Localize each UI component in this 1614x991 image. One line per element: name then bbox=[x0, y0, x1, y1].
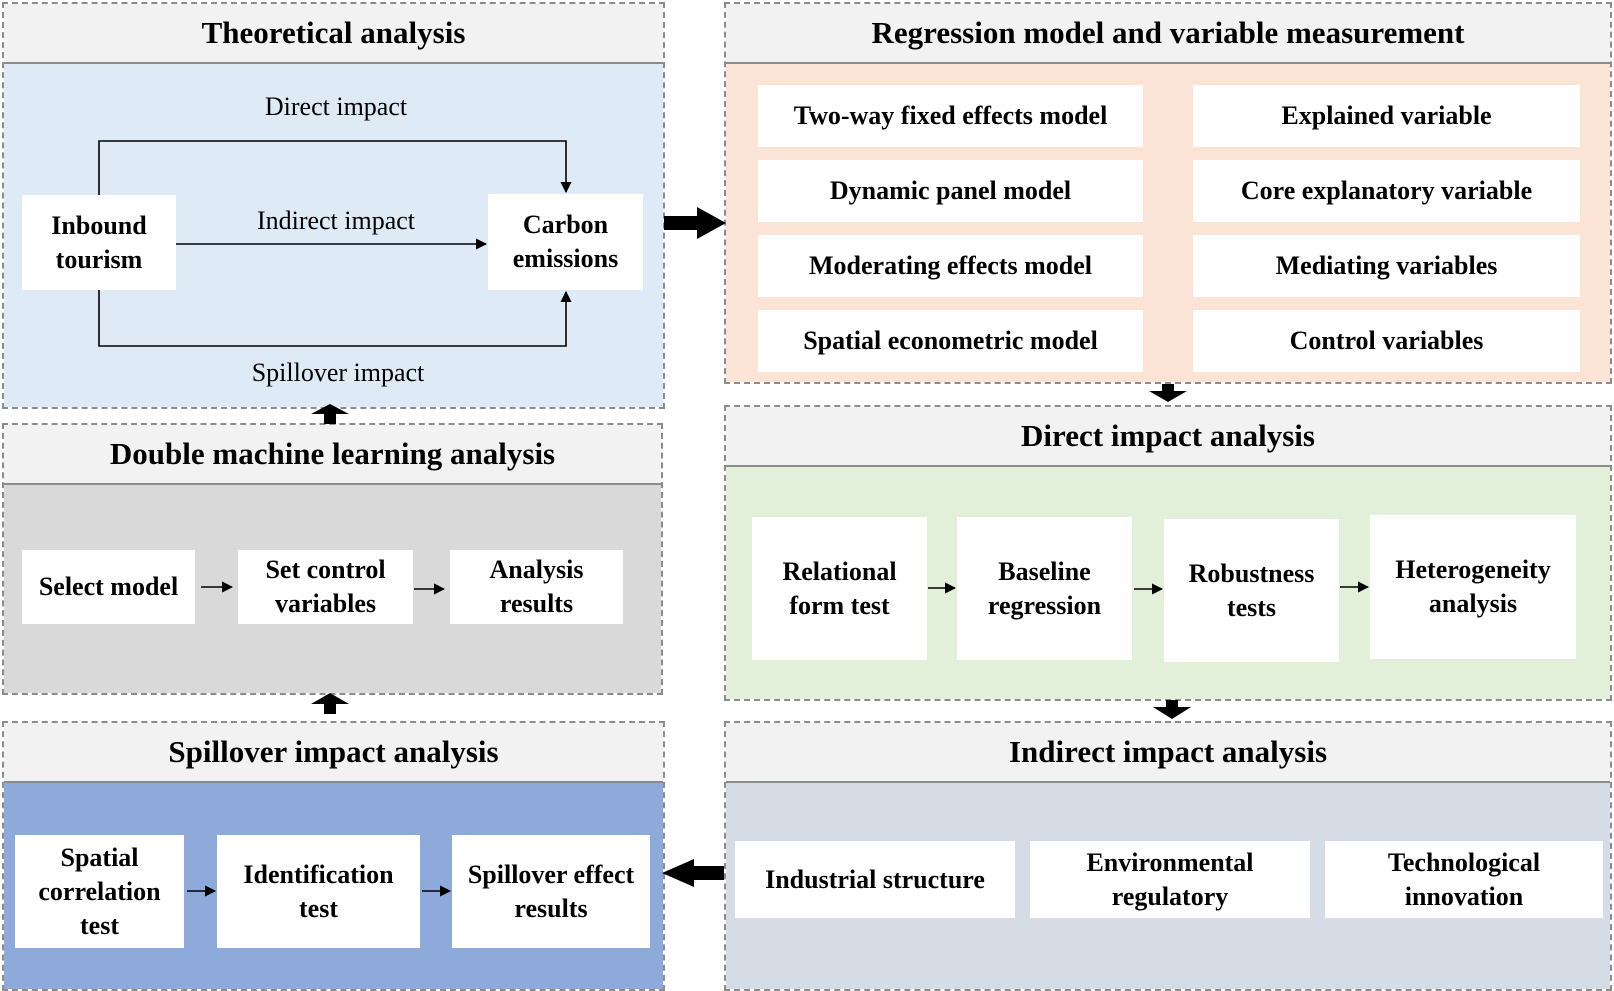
direct-step: Robustness tests bbox=[1164, 519, 1339, 662]
dml-step: Set control variables bbox=[238, 550, 413, 624]
regression-model-title: Regression model and variable measuremen… bbox=[726, 4, 1610, 64]
theoretical-analysis-title: Theoretical analysis bbox=[4, 4, 663, 64]
indirect-impact-title: Indirect impact analysis bbox=[726, 723, 1610, 783]
arrow-theory-to-regression bbox=[664, 207, 726, 239]
spillover-impact-title: Spillover impact analysis bbox=[4, 723, 663, 783]
arrow-indirect-to-spillover bbox=[662, 859, 724, 887]
spillover-step: Spatial correlation test bbox=[15, 835, 184, 948]
variable-item: Mediating variables bbox=[1193, 235, 1580, 297]
arrow-spillover-to-dml bbox=[311, 693, 349, 714]
model-item: Two-way fixed effects model bbox=[758, 85, 1143, 147]
model-item: Moderating effects model bbox=[758, 235, 1143, 297]
model-item: Spatial econometric model bbox=[758, 310, 1143, 372]
direct-step: Baseline regression bbox=[957, 517, 1132, 660]
spillover-step: Identification test bbox=[217, 835, 420, 948]
spillover-impact-label: Spillover impact bbox=[251, 358, 425, 387]
variable-item: Explained variable bbox=[1193, 85, 1580, 147]
direct-impact-label: Direct impact bbox=[264, 92, 408, 121]
direct-step: Relational form test bbox=[752, 517, 927, 660]
indirect-item: Environmental regulatory bbox=[1030, 841, 1310, 918]
variable-item: Core explanatory variable bbox=[1193, 160, 1580, 222]
inbound-tourism-box: Inbound tourism bbox=[22, 195, 176, 290]
indirect-item: Technological innovation bbox=[1325, 841, 1603, 918]
dml-title: Double machine learning analysis bbox=[4, 425, 661, 485]
direct-impact-title: Direct impact analysis bbox=[726, 407, 1610, 467]
indirect-impact-label: Indirect impact bbox=[256, 206, 416, 235]
dml-step: Analysis results bbox=[450, 550, 623, 624]
indirect-item: Industrial structure bbox=[735, 841, 1015, 918]
arrow-direct-to-indirect bbox=[1153, 700, 1191, 719]
dml-step: Select model bbox=[22, 550, 195, 624]
variable-item: Control variables bbox=[1193, 310, 1580, 372]
direct-step: Heterogeneity analysis bbox=[1370, 515, 1576, 659]
arrow-regression-to-direct bbox=[1149, 384, 1187, 402]
spillover-step: Spillover effect results bbox=[452, 835, 650, 948]
carbon-emissions-box: Carbon emissions bbox=[488, 194, 643, 290]
model-item: Dynamic panel model bbox=[758, 160, 1143, 222]
